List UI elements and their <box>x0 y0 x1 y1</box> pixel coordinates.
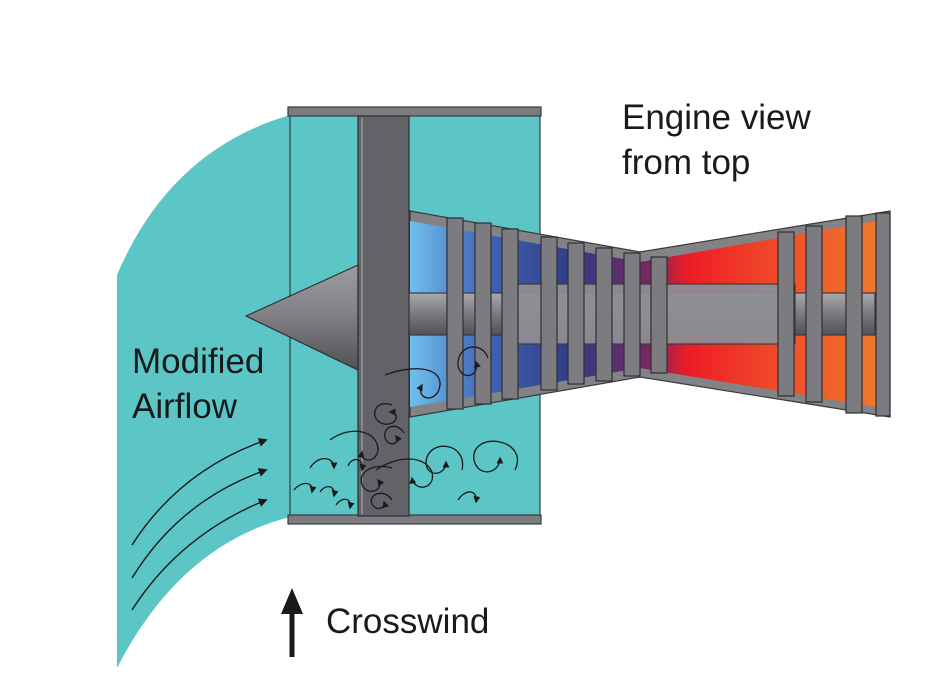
modified-airflow-label-line2: Airflow <box>132 387 238 426</box>
turbine-blades <box>777 212 891 417</box>
nacelle-bottom-lip <box>287 514 542 525</box>
modified-airflow-label-line1: Modified <box>132 342 265 381</box>
engine-view-label-line1: Engine view <box>622 98 811 137</box>
engine-view-label-line2: from top <box>622 143 751 182</box>
incoming-airflow-arrows <box>131 438 268 611</box>
fan-blade <box>357 115 410 517</box>
compressor-blades <box>446 217 668 410</box>
turbulence-vortices <box>293 346 518 510</box>
crosswind-arrow <box>281 588 303 657</box>
crosswind-label: Crosswind <box>326 602 490 641</box>
nacelle-top-lip <box>287 106 542 117</box>
modified-airflow-band <box>117 115 290 668</box>
